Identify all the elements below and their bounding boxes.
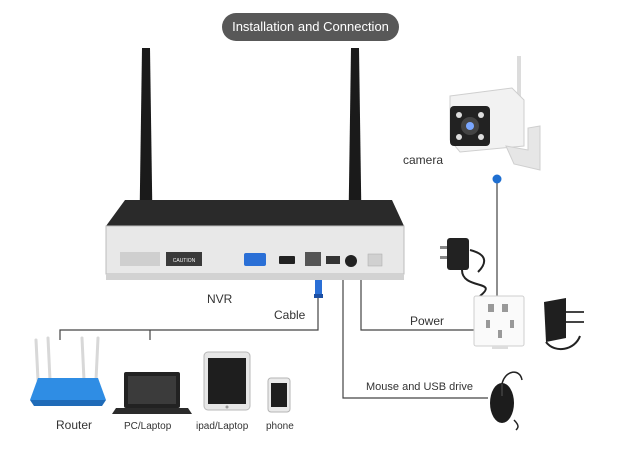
camera-connector-dot [492, 174, 502, 184]
camera-power-adapter [440, 238, 487, 297]
nvr-label: NVR [207, 292, 233, 306]
phone-label: phone [266, 421, 294, 432]
power-label: Power [410, 314, 445, 328]
router-device [30, 336, 106, 406]
camera-mount [505, 125, 541, 171]
nvr-top-cover [106, 200, 404, 226]
router-label: Router [56, 418, 93, 432]
nvr-usb-port [326, 256, 340, 264]
nvr-device: CAUTION [105, 48, 405, 280]
ipad-device [203, 351, 251, 411]
diagram-title: Installation and Connection [222, 13, 399, 41]
lan-line [59, 296, 319, 340]
usb-mouse-line [342, 278, 488, 399]
router-body [30, 378, 106, 400]
power-outlet [473, 295, 525, 349]
nvr-power-adapter [544, 298, 584, 351]
mouse-device [490, 371, 523, 431]
connection-lines [59, 180, 498, 399]
nvr-hdmi-port [279, 256, 295, 264]
camera-device [449, 56, 541, 171]
nvr-front-panel [105, 225, 405, 275]
lan-cable-plug [314, 280, 323, 298]
nvr-vga-port [244, 253, 266, 266]
camera-label: camera [403, 153, 444, 167]
nvr-power-port [345, 255, 357, 267]
laptop-device [112, 372, 192, 414]
ipad-laptop-label: ipad/Laptop [196, 421, 249, 432]
nvr-lan-port [305, 252, 321, 266]
nvr-caution-label: CAUTION [173, 258, 196, 264]
cable-label: Cable [274, 308, 306, 322]
pc-laptop-label: PC/Laptop [124, 421, 172, 432]
nvr-power-line [360, 278, 474, 331]
phone-device [267, 377, 291, 413]
mouse-usb-label: Mouse and USB drive [366, 381, 473, 393]
